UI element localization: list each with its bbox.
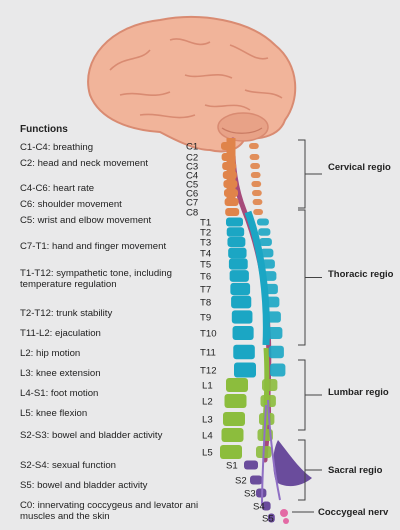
vertebra-process — [250, 154, 260, 160]
function-item: C1-C4: breathing — [20, 142, 205, 153]
region-label-lumbar: Lumbar regio — [328, 387, 389, 398]
bracket-cervical — [298, 140, 322, 208]
vertebra-process — [251, 181, 261, 187]
function-item: T11-L2: ejaculation — [20, 328, 205, 339]
vertebra-c4 — [223, 171, 237, 179]
function-item: L2: hip motion — [20, 348, 205, 359]
vertebra-process — [270, 364, 285, 377]
function-item: C7-T1: hand and finger movement — [20, 241, 205, 252]
function-item: C5: wrist and elbow movement — [20, 215, 205, 226]
vertebra-process — [250, 163, 260, 169]
function-item: C0: innervating coccygeus and levator an… — [20, 500, 205, 522]
level-label-s3: S3 — [244, 489, 256, 500]
vertebra-process — [253, 199, 263, 205]
region-label-cervical: Cervical regio — [328, 162, 391, 173]
vertebra-t6 — [230, 270, 249, 282]
level-label-s4: S4 — [253, 502, 265, 513]
vertebra-process — [261, 249, 274, 258]
function-item: L3: knee extension — [20, 368, 205, 379]
vertebra-process — [262, 379, 277, 391]
function-item: S2-S4: sexual function — [20, 460, 205, 471]
vertebra-process — [265, 297, 279, 308]
vertebra-process — [257, 219, 269, 226]
sacrum — [273, 440, 312, 486]
coccyx-s4 — [280, 509, 288, 517]
vertebra-t12 — [234, 363, 256, 378]
vertebra-c2 — [222, 153, 236, 161]
vertebra-s2 — [250, 476, 262, 485]
bracket-thoracic — [298, 210, 322, 345]
vertebra-t8 — [231, 296, 251, 309]
level-label-l5: L5 — [202, 448, 213, 459]
functions-title: Functions — [20, 124, 68, 135]
vertebra-process — [249, 143, 259, 149]
level-label-s1: S1 — [226, 461, 238, 472]
level-label-s5: S5 — [262, 514, 274, 525]
vertebra-l3 — [223, 412, 245, 426]
function-item: L5: knee flexion — [20, 408, 205, 419]
vertebra-process — [264, 284, 278, 294]
vertebra-process — [253, 209, 263, 215]
vertebra-l4 — [222, 428, 244, 442]
vertebra-l2 — [225, 394, 247, 408]
function-item: S5: bowel and bladder activity — [20, 480, 205, 491]
function-item: C6: shoulder movement — [20, 199, 205, 210]
vertebra-t2 — [227, 227, 244, 237]
vertebra-l5 — [220, 445, 242, 459]
vertebra-c3 — [222, 162, 236, 170]
vertebra-t10 — [233, 326, 254, 340]
vertebra-t7 — [230, 283, 250, 295]
vertebra-t5 — [229, 258, 248, 269]
region-label-sacral: Sacral regio — [328, 465, 383, 476]
vertebra-process — [259, 413, 274, 425]
vertebra-process — [251, 172, 261, 178]
vertebra-process — [269, 346, 284, 358]
vertebra-l1 — [226, 378, 248, 392]
vertebra-c6 — [224, 189, 238, 197]
function-item: T1-T12: sympathetic tone, including temp… — [20, 268, 205, 290]
bracket-lumbar — [298, 360, 322, 430]
vertebra-t3 — [227, 237, 245, 247]
function-item: S2-S3: bowel and bladder activity — [20, 430, 205, 441]
vertebra-process — [268, 327, 283, 339]
level-label-t8: T8 — [200, 298, 211, 309]
vertebra-t1 — [226, 218, 243, 227]
vertebra-t4 — [228, 248, 246, 259]
vertebra-process — [258, 228, 270, 236]
coccyx-s5 — [283, 518, 289, 524]
vertebra-process — [266, 311, 280, 322]
vertebra-process — [259, 238, 272, 246]
vertebra-t11 — [233, 345, 255, 359]
function-item: C4-C6: heart rate — [20, 183, 205, 194]
function-item: T2-T12: trunk stability — [20, 308, 205, 319]
vertebra-s1 — [244, 461, 258, 470]
function-item: C2: head and neck movement — [20, 158, 205, 169]
brain — [88, 17, 295, 151]
vertebra-c7 — [225, 198, 239, 206]
vertebra-c8 — [225, 208, 239, 216]
vertebra-process — [263, 271, 276, 281]
vertebra-c1 — [221, 142, 235, 150]
region-label-coccygeal: Coccygeal nerv — [318, 507, 389, 518]
region-label-thoracic: Thoracic regio — [328, 269, 394, 280]
vertebra-process — [262, 259, 275, 268]
function-item: L4-S1: foot motion — [20, 388, 205, 399]
vertebra-c5 — [223, 180, 237, 188]
vertebra-t9 — [232, 310, 253, 323]
vertebra-process — [252, 190, 262, 196]
level-label-s2: S2 — [235, 476, 247, 487]
